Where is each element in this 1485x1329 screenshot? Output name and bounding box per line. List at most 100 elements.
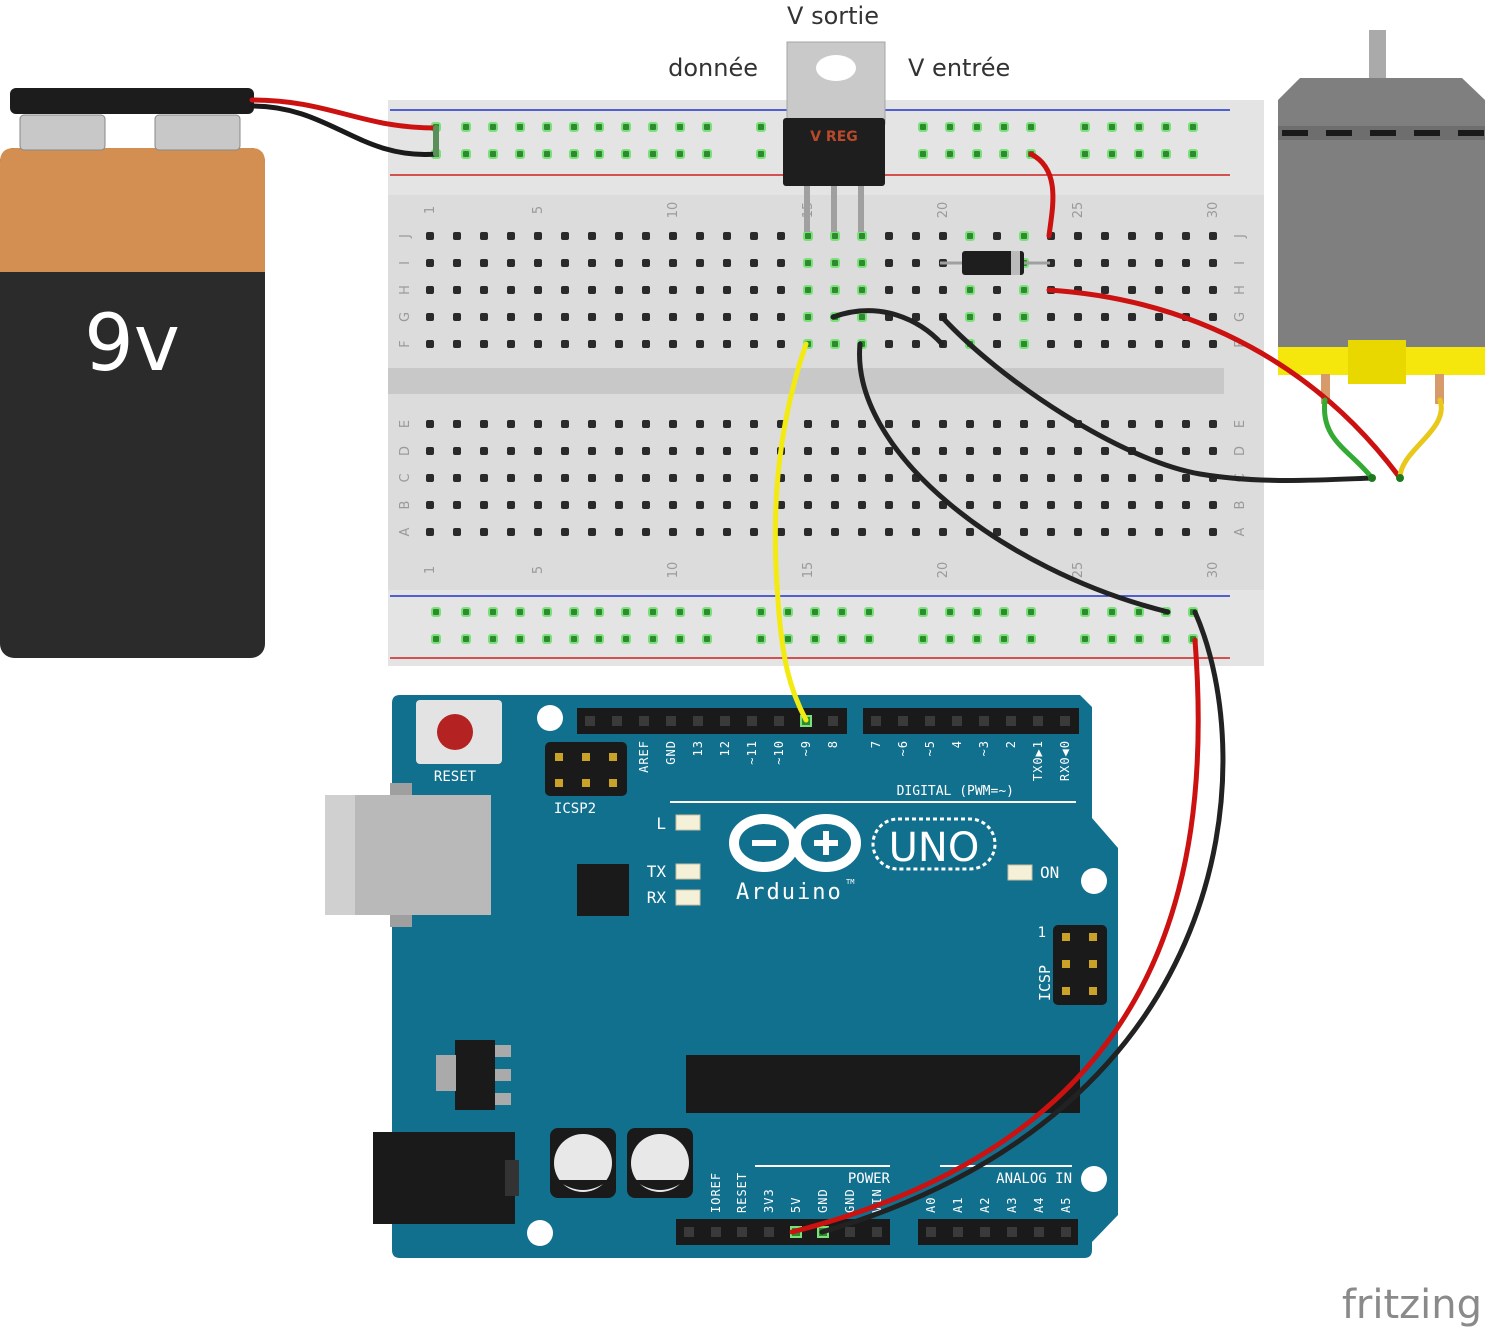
rail-hole: [1080, 634, 1090, 644]
rail-hole: [756, 149, 766, 159]
arduino-logo-text: Arduino: [736, 880, 843, 905]
icsp-pin: [1062, 987, 1070, 995]
digital-pin-socket: [925, 716, 935, 726]
breadboard-hole: [1047, 259, 1055, 267]
icsp-pin: [1089, 933, 1097, 941]
regulator-heatsink: [786, 41, 886, 125]
rail-hole: [431, 634, 441, 644]
rail-hole: [810, 634, 820, 644]
reset-button-cap[interactable]: [437, 714, 473, 750]
rail-hole: [648, 634, 658, 644]
rail-hole: [1161, 149, 1171, 159]
breadboard-hole: [1047, 501, 1055, 509]
breadboard-hole: [830, 285, 840, 295]
breadboard-hole: [696, 420, 704, 428]
breadboard-hole: [1047, 420, 1055, 428]
uno-badge: [871, 817, 997, 871]
breadboard-hole: [426, 447, 434, 455]
icsp-label: ICSP: [1036, 965, 1054, 1001]
icsp2-pin: [555, 753, 563, 761]
icsp-pin: [1089, 987, 1097, 995]
digital-pin-label: ~5: [923, 740, 937, 756]
breadboard-hole: [615, 528, 623, 536]
breadboard-hole: [1128, 232, 1136, 240]
icsp2-label: ICSP2: [554, 801, 596, 817]
breadboard-hole: [966, 528, 974, 536]
rail-hole: [488, 122, 498, 132]
digital-pin-label: AREF: [637, 740, 651, 773]
breadboard-hole: [777, 340, 785, 348]
icsp-header: [1053, 925, 1107, 1005]
breadboard-hole: [669, 259, 677, 267]
breadboard-hole: [912, 286, 920, 294]
breadboard-hole: [480, 313, 488, 321]
breadboard-hole: [588, 340, 596, 348]
rail-hole: [1107, 607, 1117, 617]
rail-hole: [542, 122, 552, 132]
breadboard-hole: [669, 474, 677, 482]
rail-hole: [999, 122, 1009, 132]
icsp-pin1-label: 1: [1038, 925, 1046, 941]
power-pin-socket: [845, 1227, 855, 1237]
analog-pin-socket: [980, 1227, 990, 1237]
breadboard-hole: [804, 474, 812, 482]
breadboard-hole: [804, 447, 812, 455]
power-pin-socket: [684, 1227, 694, 1237]
breadboard-hole: [561, 340, 569, 348]
battery-terminal-negative: [19, 114, 106, 151]
rail-hole: [569, 607, 579, 617]
breadboard-hole: [588, 501, 596, 509]
breadboard-hole: [912, 420, 920, 428]
icsp2-pin: [582, 753, 590, 761]
breadboard-hole: [696, 340, 704, 348]
analog-pin-label: A1: [951, 1197, 965, 1213]
breadboard-hole: [642, 528, 650, 536]
breadboard-hole: [1047, 340, 1055, 348]
breadboard-hole: [1020, 420, 1028, 428]
breadboard-hole: [561, 232, 569, 240]
breadboard-hole: [830, 231, 840, 241]
digital-header-high: [863, 708, 1079, 734]
voltage-regulator-chip: [455, 1040, 495, 1110]
breadboard-hole: [696, 259, 704, 267]
icsp-pin: [1062, 960, 1070, 968]
power-jack-pin: [505, 1160, 519, 1196]
breadboard-hole: [803, 312, 813, 322]
battery-voltage-label: 9v: [84, 299, 180, 389]
rail-hole: [515, 149, 525, 159]
breadboard-hole: [696, 286, 704, 294]
breadboard-hole: [857, 231, 867, 241]
voltage-regulator: V REG: [783, 41, 886, 232]
breadboard-hole: [939, 528, 947, 536]
regulator-leg-3: [858, 186, 864, 232]
rail-hole: [1080, 149, 1090, 159]
breadboard-hole: [453, 340, 461, 348]
breadboard-hole: [912, 259, 920, 267]
rail-hole: [569, 149, 579, 159]
breadboard-hole: [858, 528, 866, 536]
diode: [940, 251, 1050, 275]
breadboard-hole: [1101, 474, 1109, 482]
breadboard-hole: [588, 420, 596, 428]
rail-hole: [1080, 122, 1090, 132]
breadboard-hole: [696, 501, 704, 509]
breadboard-hole: [1101, 447, 1109, 455]
icsp2-header: [545, 742, 627, 796]
breadboard-hole: [534, 501, 542, 509]
breadboard-hole: [966, 420, 974, 428]
analog-pin-label: A3: [1005, 1197, 1019, 1213]
breadboard-hole: [912, 501, 920, 509]
data-label: donnée: [668, 54, 758, 82]
breadboard-hole: [831, 474, 839, 482]
breadboard-hole: [965, 312, 975, 322]
row-letter: G: [1233, 312, 1248, 322]
breadboard-hole: [1182, 474, 1190, 482]
digital-pin-label: 12: [718, 740, 732, 756]
arduino-board: [392, 695, 1118, 1258]
rail-hole: [1080, 607, 1090, 617]
v-out-label: V sortie: [787, 2, 879, 30]
icsp2-pin: [582, 779, 590, 787]
breadboard-hole: [480, 474, 488, 482]
breadboard-hole: [723, 447, 731, 455]
